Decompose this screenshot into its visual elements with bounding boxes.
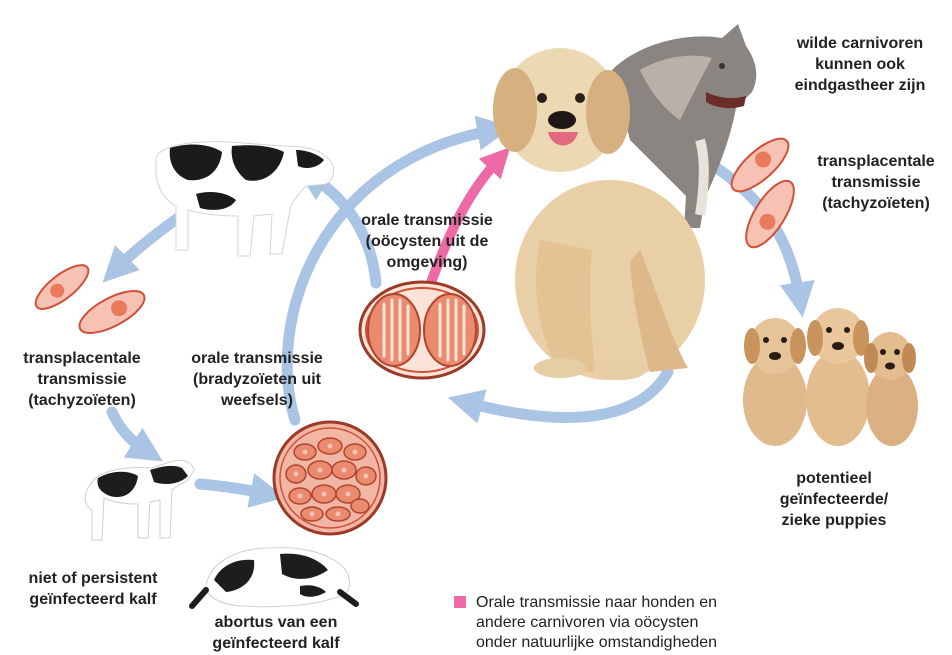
- legend-line: Orale transmissie naar honden en: [476, 593, 786, 613]
- legend-line: onder natuurlijke omstandigheden: [476, 633, 786, 653]
- label-line: weefsels): [172, 390, 342, 411]
- label-puppies: potentieel geïnfecteerde/ zieke puppies: [752, 468, 916, 531]
- puppy-2: [806, 308, 870, 446]
- arrow-parasites-to-calf: [112, 412, 148, 452]
- label-wild-carnivores: wilde carnivoren kunnen ook eindgastheer…: [770, 33, 950, 96]
- label-line: orale transmissie: [172, 348, 342, 369]
- arrow-cow-to-parasites: [115, 218, 178, 270]
- label-line: transplacentale: [6, 348, 158, 369]
- label-line: wilde carnivoren: [770, 33, 950, 54]
- label-line: (bradyzoïeten uit: [172, 369, 342, 390]
- label-oral-oocysts: orale transmissie (oöcysten uit de omgev…: [342, 210, 512, 273]
- label-line: transplacentale: [800, 151, 952, 172]
- oocyst-illustration: [360, 282, 484, 378]
- arrow-dog-to-oocyst: [465, 372, 668, 417]
- label-line: geïnfecteerd kalf: [188, 633, 364, 654]
- label-oral-bradyzoites: orale transmissie (bradyzoïeten uit weef…: [172, 348, 342, 411]
- puppy-1: [743, 318, 807, 446]
- label-line: transmissie: [800, 172, 952, 193]
- label-transplacental-right: transplacentale transmissie (tachyzoïete…: [800, 151, 952, 214]
- label-line: potentieel: [752, 468, 916, 489]
- aborted-calf-illustration: [192, 548, 356, 607]
- label-line: niet of persistent: [10, 568, 176, 589]
- tachyzoites-right: [724, 131, 803, 255]
- label-line: geïnfecteerd kalf: [10, 589, 176, 610]
- label-line: geïnfecteerde/: [752, 489, 916, 510]
- tachyzoites-left: [29, 258, 150, 341]
- label-line: orale transmissie: [342, 210, 512, 231]
- label-line: eindgastheer zijn: [770, 75, 950, 96]
- tissue-cyst-illustration: [274, 422, 386, 534]
- legend-swatch: [454, 596, 466, 608]
- label-abortion: abortus van een geïnfecteerd kalf: [188, 612, 364, 654]
- label-line: omgeving): [342, 252, 512, 273]
- puppy-3: [864, 332, 918, 446]
- label-line: zieke puppies: [752, 510, 916, 531]
- legend-text: Orale transmissie naar honden en andere …: [476, 593, 786, 653]
- puppies-illustration: [743, 308, 918, 446]
- label-line: abortus van een: [188, 612, 364, 633]
- cow-illustration: [156, 142, 333, 256]
- label-line: transmissie: [6, 369, 158, 390]
- label-calf: niet of persistent geïnfecteerd kalf: [10, 568, 176, 610]
- label-line: (oöcysten uit de: [342, 231, 512, 252]
- label-line: (tachyzoïeten): [6, 390, 158, 411]
- label-transplacental-left: transplacentale transmissie (tachyzoïete…: [6, 348, 158, 411]
- label-line: kunnen ook: [770, 54, 950, 75]
- legend-line: andere carnivoren via oöcysten: [476, 613, 786, 633]
- arrow-calf-to-tissuecyst: [200, 484, 268, 494]
- label-line: (tachyzoïeten): [800, 193, 952, 214]
- calf-illustration: [85, 460, 194, 540]
